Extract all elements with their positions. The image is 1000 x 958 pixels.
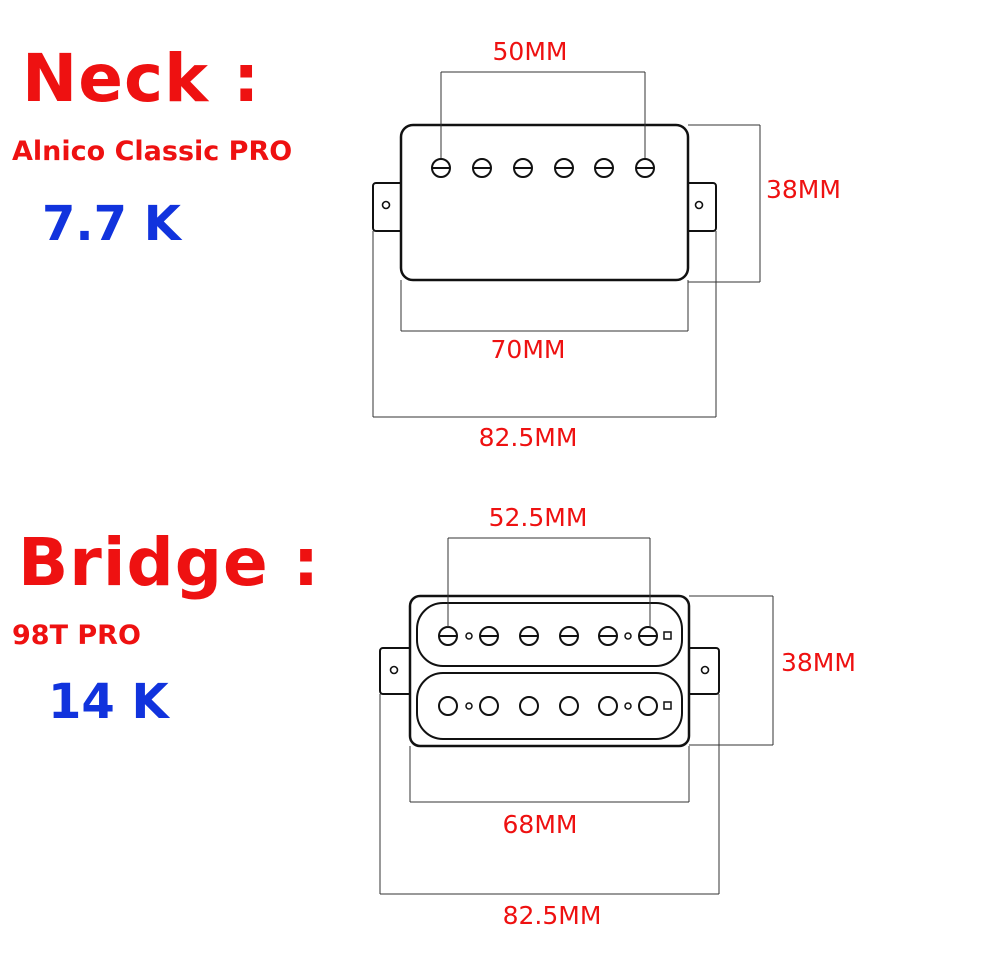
bridge-top-pole-screws [438, 626, 672, 646]
neck-pole-1 [431, 158, 451, 178]
neck-pole-spacing-label: 50MM [493, 37, 568, 66]
bridge-slug-4 [559, 696, 579, 716]
bridge-screw-5 [598, 626, 618, 646]
neck-total-width-label: 82.5MM [479, 423, 578, 452]
bridge-slug-6 [638, 696, 658, 716]
bridge-screw-1 [438, 626, 458, 646]
neck-right-mount-hole [694, 200, 704, 210]
bridge-left-mount-hole [389, 665, 399, 675]
neck-dimension-labels: 50MM 38MM 70MM 82.5MM [479, 37, 841, 452]
neck-left-mount-hole [381, 200, 391, 210]
bridge-top-small-hole-right [624, 632, 632, 640]
neck-mount-holes [381, 200, 704, 210]
bridge-title: Bridge : [18, 524, 321, 601]
bridge-slug-3 [519, 696, 539, 716]
bridge-slug-5 [598, 696, 618, 716]
bridge-mount-holes [389, 665, 710, 675]
neck-pole-5 [594, 158, 614, 178]
bridge-height-label: 38MM [781, 648, 856, 677]
bridge-top-bobbin [416, 602, 683, 667]
bridge-bottom-square-marker [663, 701, 672, 710]
neck-dimension-lines [372, 71, 761, 418]
neck-pole-pieces [431, 158, 655, 178]
bridge-pole-spacing-label: 52.5MM [489, 503, 588, 532]
neck-model-label: Alnico Classic PRO [12, 136, 293, 167]
neck-pole-4 [554, 158, 574, 178]
bridge-dimension-labels: 52.5MM 38MM 68MM 82.5MM [489, 503, 856, 930]
bridge-bottom-bobbin [416, 672, 683, 740]
bridge-right-mount-hole [700, 665, 710, 675]
neck-pickup-cover [399, 123, 690, 282]
bridge-bottom-pole-holes [438, 696, 672, 716]
bridge-dimension-lines [379, 537, 774, 895]
bridge-bottom-small-hole-right [624, 702, 632, 710]
bridge-slug-2 [479, 696, 499, 716]
bridge-screw-2 [479, 626, 499, 646]
neck-body-width-label: 70MM [491, 335, 566, 364]
bridge-total-width-label: 82.5MM [503, 901, 602, 930]
bridge-body-width-label: 68MM [503, 810, 578, 839]
neck-height-label: 38MM [766, 175, 841, 204]
neck-pole-6 [635, 158, 655, 178]
bridge-top-small-hole-left [465, 632, 473, 640]
neck-pole-3 [513, 158, 533, 178]
bridge-top-square-marker [663, 631, 672, 640]
bridge-resistance: 14 K [48, 674, 169, 730]
neck-pickup-diagram [372, 123, 717, 282]
bridge-screw-6 [638, 626, 658, 646]
bridge-model-label: 98T PRO [12, 620, 141, 651]
bridge-bottom-small-hole-left [465, 702, 473, 710]
neck-title: Neck : [22, 40, 261, 117]
neck-pole-2 [472, 158, 492, 178]
bridge-slug-1 [438, 696, 458, 716]
bridge-screw-3 [519, 626, 539, 646]
bridge-pickup-diagram [379, 594, 720, 748]
bridge-screw-4 [559, 626, 579, 646]
neck-resistance: 7.7 K [42, 196, 181, 252]
